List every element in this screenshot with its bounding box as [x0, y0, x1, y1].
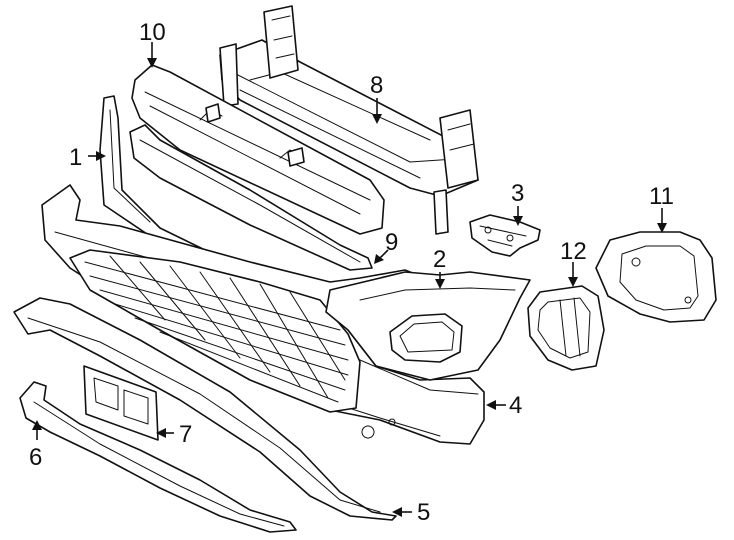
lower-grille-mesh	[69, 249, 361, 413]
callout-6: 6	[29, 444, 42, 471]
callout-10: 10	[139, 19, 166, 46]
part-3-mount-bracket	[469, 214, 541, 257]
callout-11: 11	[649, 183, 674, 210]
part-5-lower-splitter	[13, 297, 397, 521]
callout-1: 1	[69, 144, 82, 171]
part-11-fog-lamp-trim	[595, 231, 717, 323]
part-7-license-bracket	[83, 365, 159, 441]
leader-lines	[32, 42, 667, 517]
callout-labels: 10 8 1 3 11 9 2 12 4 7 6 5	[29, 19, 674, 526]
part-10-energy-absorber	[131, 64, 385, 235]
callout-9: 9	[385, 229, 398, 256]
callout-12: 12	[560, 238, 587, 265]
callout-3: 3	[511, 180, 524, 207]
part-12-fog-lamp-bezel	[527, 285, 605, 371]
part-8-reinforcement-bar	[219, 5, 479, 235]
callout-7: 7	[179, 421, 192, 448]
part-6-lower-strip	[19, 381, 297, 533]
part-9-upper-strip	[129, 124, 373, 271]
callout-8: 8	[370, 72, 383, 99]
callout-5: 5	[417, 499, 430, 526]
callout-4: 4	[509, 392, 522, 419]
callout-2: 2	[433, 246, 446, 273]
part-2-side-trim	[325, 271, 531, 381]
